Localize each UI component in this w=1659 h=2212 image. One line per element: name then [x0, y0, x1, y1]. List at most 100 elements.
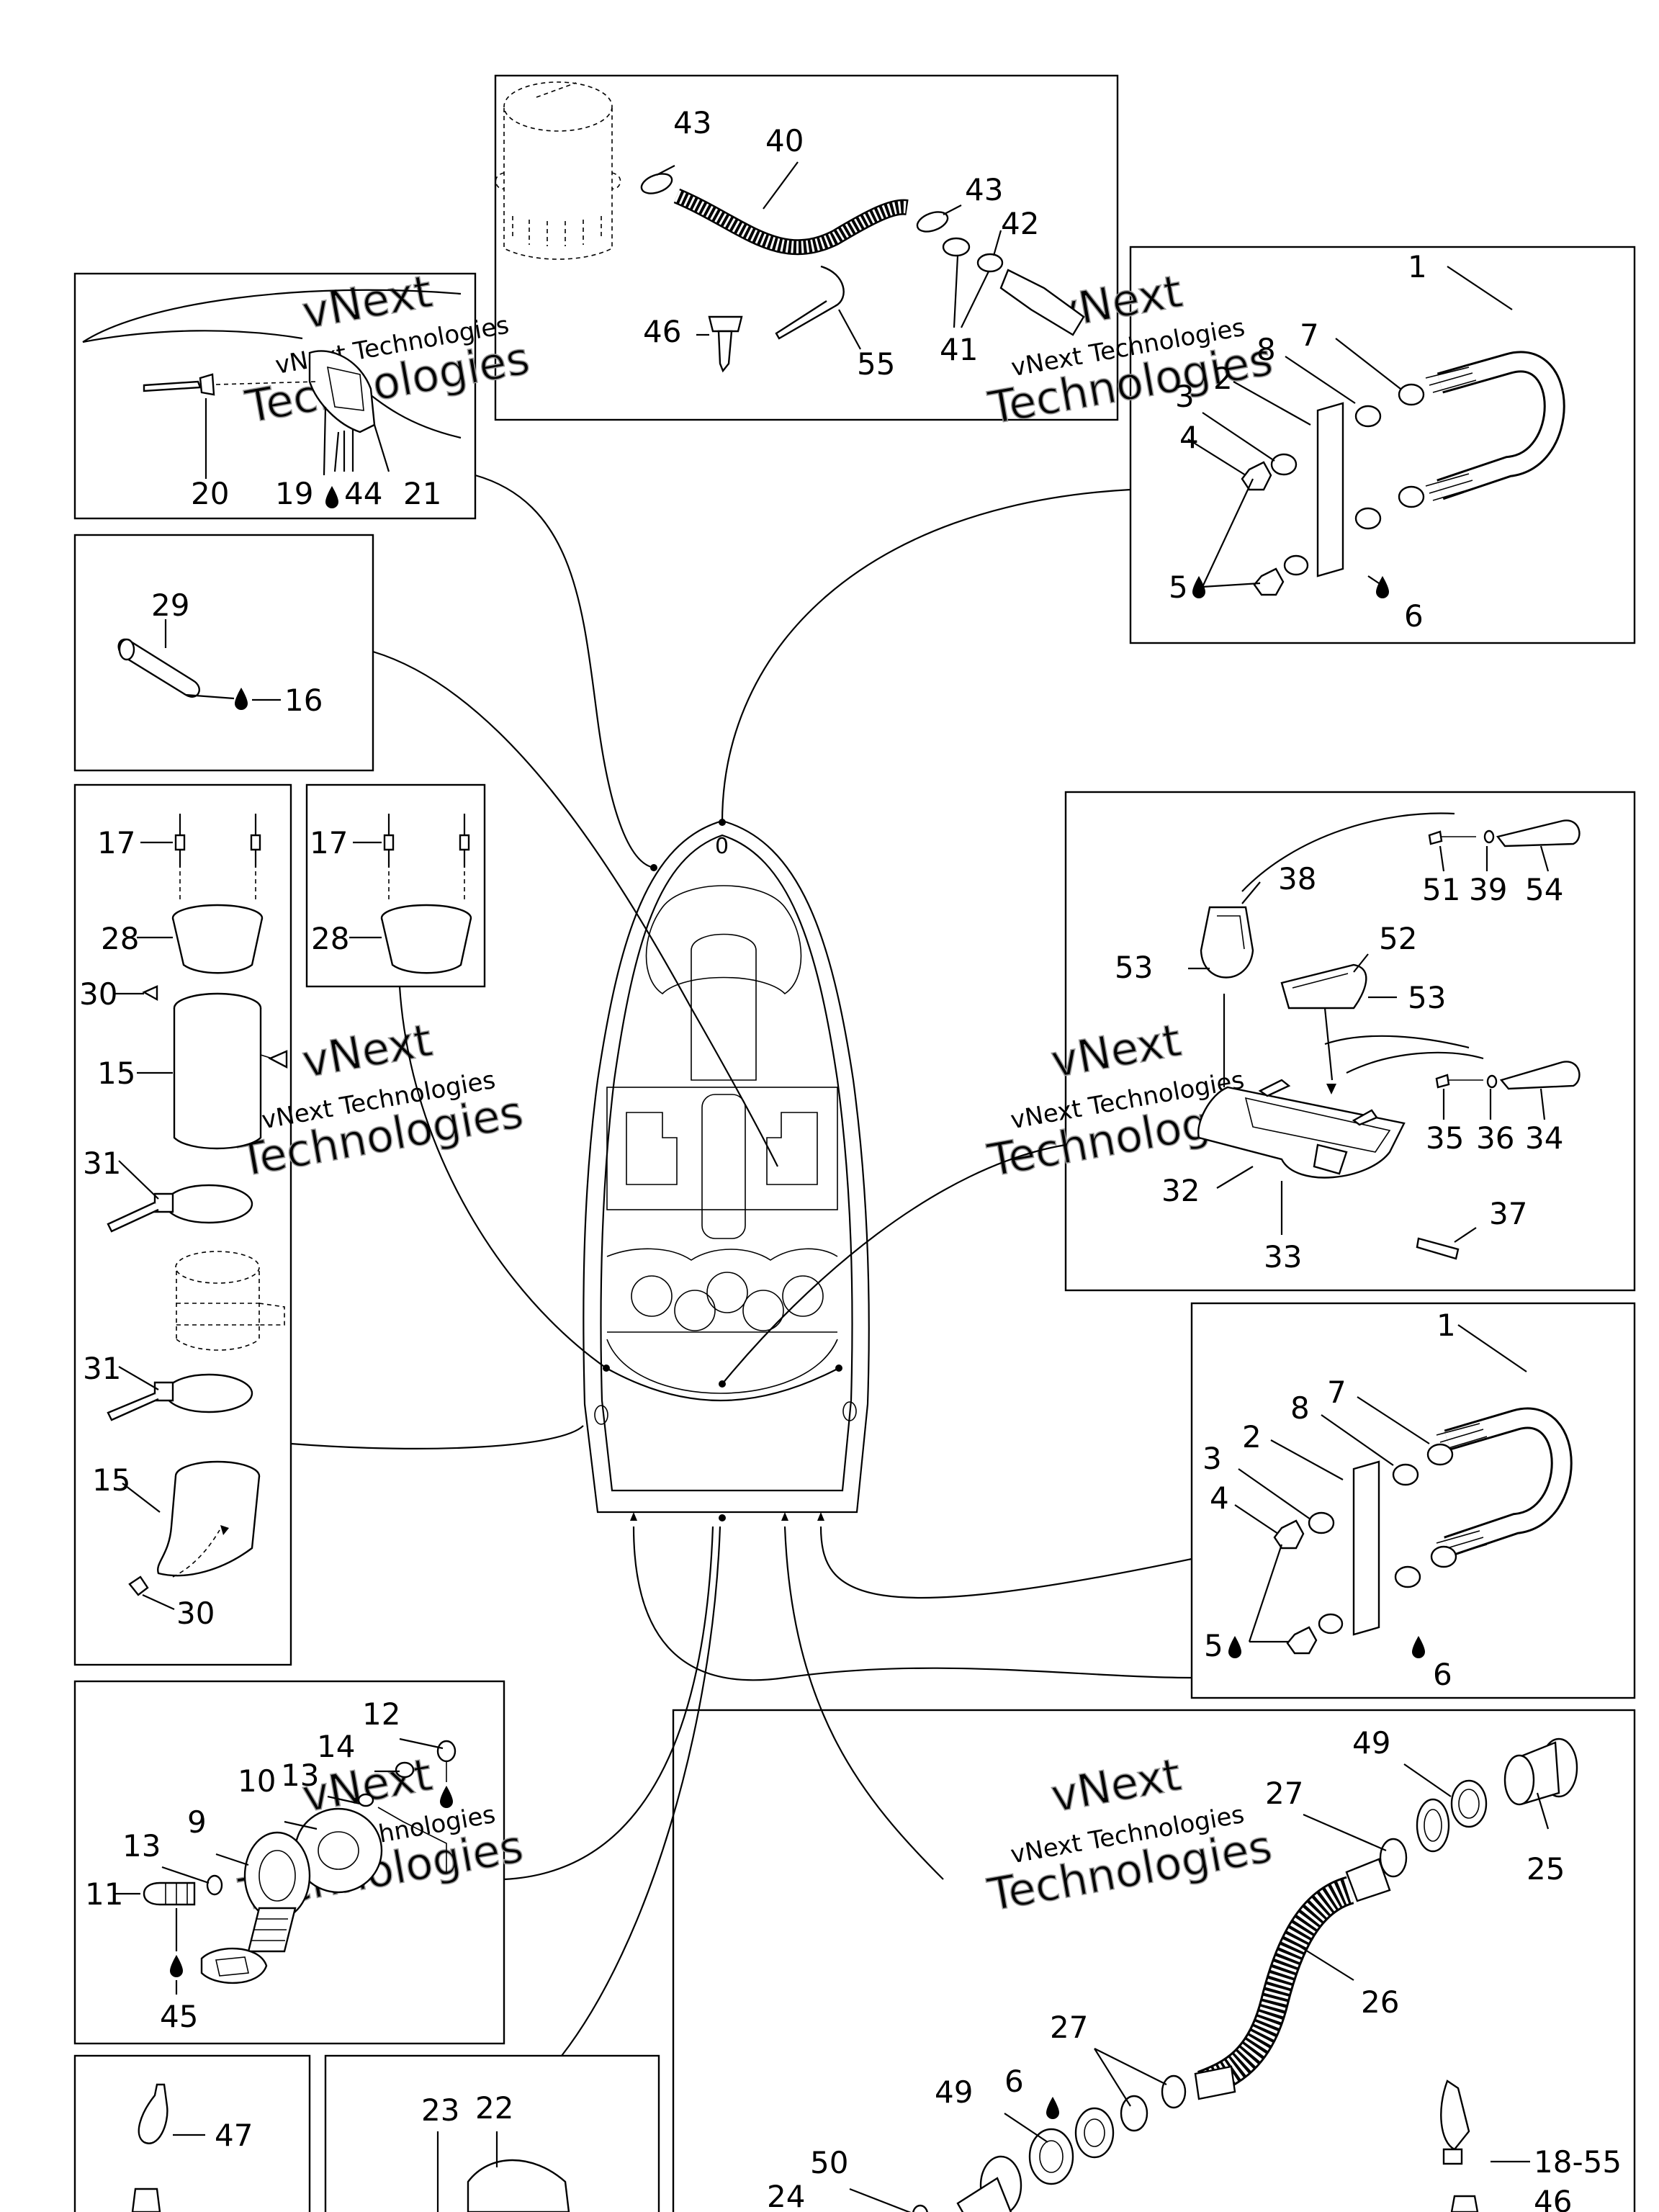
part-number-label: 46: [643, 314, 681, 349]
part-number-label: 15: [92, 1462, 130, 1498]
clamp-bottom-parts: 47: [131, 2083, 253, 2212]
panel-ubolt-rear: [1190, 1302, 1636, 1699]
part-number-label: 7: [1327, 1375, 1346, 1410]
tube-parts: 29 16: [117, 588, 323, 718]
part-number-label: 7: [1300, 318, 1319, 353]
part-number-label: 28: [101, 921, 139, 956]
part-number-label: 3: [1202, 1441, 1222, 1476]
part-number-label: 36: [1476, 1120, 1514, 1156]
part-number-label: 30: [176, 1596, 215, 1631]
watermark-text: vNext: [298, 1014, 436, 1088]
part-number-label: 26: [1361, 1984, 1399, 2020]
part-number-label: 51: [1422, 872, 1460, 907]
part-number-label: 45: [160, 1999, 198, 2034]
part-number-label: 33: [1264, 1239, 1302, 1274]
ubolt-front-parts: 1 7 8 2 3 4 5 6: [1169, 249, 1565, 634]
part-number-label: 55: [857, 346, 895, 382]
part-number-label: 23: [421, 2092, 459, 2128]
part-number-label: 54: [1525, 872, 1563, 907]
part-number-label: 50: [810, 2145, 848, 2180]
part-number-label: 53: [1408, 980, 1446, 1015]
drain-plug-parts: 12 14 13 10 9 13 11 45: [85, 1696, 457, 2034]
part-number-label: 31: [83, 1351, 121, 1386]
part-number-label: 41: [940, 332, 978, 367]
part-number-label: 14: [317, 1729, 355, 1764]
part-number-label: 5: [1204, 1628, 1223, 1663]
watermark-6: vNext vNext Technologies Technologies: [983, 1748, 1276, 1922]
part-number-label: 31: [83, 1146, 121, 1181]
part-number-label: 29: [151, 588, 189, 623]
part-number-label: 2: [1213, 361, 1233, 396]
part-number-label: 44: [344, 476, 382, 511]
part-number-label: 11: [85, 1876, 123, 1912]
part-number-label: 9: [187, 1804, 207, 1840]
panel-rivet-trim: [73, 272, 477, 520]
part-number-label: 52: [1379, 921, 1417, 956]
part-number-label: 15: [97, 1056, 135, 1091]
part-number-label: 37: [1489, 1196, 1527, 1231]
part-number-label: 46: [1534, 2184, 1572, 2212]
part-number-label: 34: [1525, 1120, 1563, 1156]
part-number-label: 32: [1161, 1173, 1200, 1208]
watermark-3: vNext vNext Technologies Technologies: [234, 1013, 527, 1187]
part-number-label: 19: [275, 476, 313, 511]
bilge-hose-parts: 49 27 25 26 27 6 49 50 24 18-55 46: [767, 1725, 1622, 2212]
vent-small-parts: 17 28: [310, 814, 472, 974]
part-number-label: 35: [1426, 1120, 1464, 1156]
part-number-label: 13: [281, 1758, 319, 1793]
watermark-text: vNext: [1047, 1748, 1184, 1822]
watermark-1: vNext vNext Technologies Technologies: [240, 264, 534, 434]
vent-left-parts: 17 28 30 15 31 31 15 30: [79, 814, 288, 1631]
connector-lines: [290, 474, 1192, 2056]
part-number-label: 8: [1290, 1390, 1310, 1426]
fin-bracket-parts: 38 53 52 53 51 39 54 35 36 34 32 33 37: [1115, 812, 1581, 1274]
panel-scoop-bottom: [324, 2054, 660, 2212]
panel-drain-plug: [73, 1680, 505, 2045]
part-number-label: 24: [767, 2179, 805, 2212]
part-number-label: 4: [1179, 420, 1199, 455]
part-number-label: 43: [965, 172, 1003, 207]
part-number-label: 2: [1242, 1419, 1262, 1455]
part-number-label: 28: [311, 921, 349, 956]
part-number-label: 18-55: [1534, 2144, 1622, 2180]
part-number-label: 1: [1437, 1308, 1456, 1343]
panel-tube: [73, 534, 374, 772]
panel-vent-small: [305, 783, 486, 988]
part-number-label: 17: [97, 825, 135, 860]
part-number-label: 47: [215, 2118, 253, 2153]
part-number-label: 1: [1408, 249, 1427, 284]
part-number-label: 39: [1469, 872, 1507, 907]
part-number-label: 16: [284, 683, 323, 718]
panel-ubolt-front: [1129, 246, 1636, 644]
panel-bilge-hose: [672, 1709, 1636, 2212]
part-number-label: 53: [1115, 950, 1153, 985]
part-number-label: 43: [673, 105, 711, 140]
part-number-label: 25: [1527, 1851, 1565, 1887]
part-number-label: 49: [935, 2074, 973, 2110]
watermark-2: vNext vNext Technologies Technologies: [984, 264, 1277, 435]
part-number-label: 42: [1001, 206, 1039, 241]
part-number-label: 8: [1256, 332, 1276, 367]
scoop-bottom-parts: 23 22: [421, 2090, 570, 2212]
rivet-trim-parts: 20 19 44 21: [82, 289, 462, 511]
watermark-text: vNext: [1047, 1014, 1184, 1088]
part-number-label: 27: [1265, 1776, 1303, 1811]
part-number-label: 21: [403, 476, 441, 511]
part-number-label: 49: [1352, 1725, 1390, 1761]
part-number-label: 40: [765, 123, 804, 158]
part-number-label: 38: [1278, 861, 1316, 896]
pump-hose-parts: 43 40 43 42 46 55 41: [495, 81, 1085, 382]
part-number-label: 20: [191, 476, 229, 511]
part-number-label: 6: [1004, 2064, 1024, 2099]
panel-clamp-bottom: [73, 2054, 311, 2212]
part-number-label: 3: [1175, 379, 1195, 414]
panel-vent-left: [73, 783, 292, 1666]
ubolt-rear-parts: 1 7 8 2 3 4 5 6: [1202, 1308, 1573, 1692]
part-number-label: 27: [1050, 2010, 1088, 2045]
part-number-label: 30: [79, 976, 117, 1012]
part-number-label: 5: [1169, 570, 1188, 605]
part-number-label: 22: [475, 2090, 513, 2126]
part-number-label: 17: [310, 825, 348, 860]
part-number-label: 6: [1433, 1657, 1452, 1692]
